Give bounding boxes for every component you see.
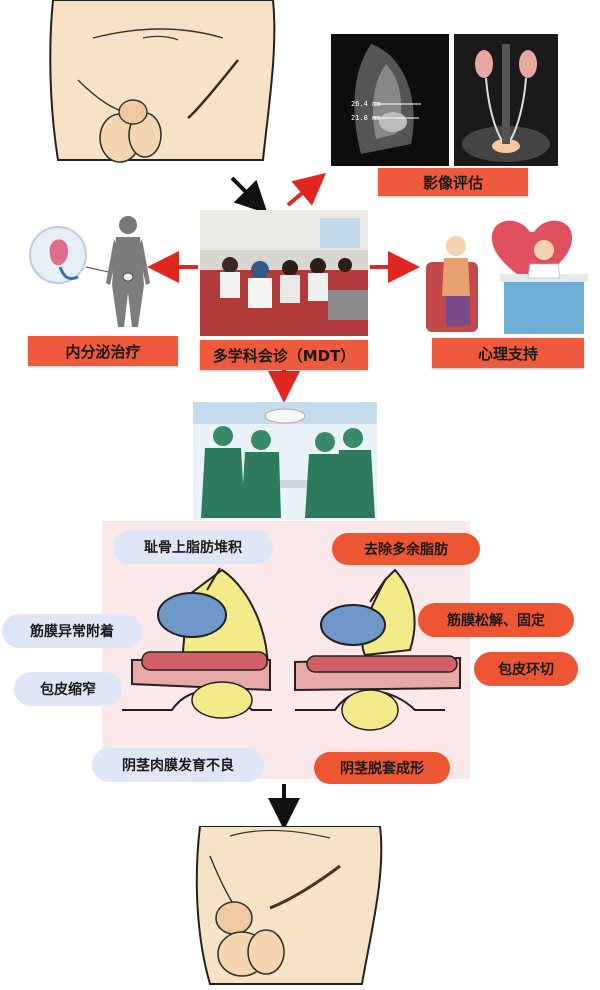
arrow-mdt-to-imaging xyxy=(286,172,327,207)
mri-readout-1: 26.4 mm xyxy=(351,100,381,108)
anatomy-after xyxy=(294,568,461,731)
mdt-meeting-photo xyxy=(200,210,368,336)
endocrine-label: 内分泌治疗 xyxy=(28,336,178,366)
annot-circumcision: 包皮环切 xyxy=(474,652,578,686)
psych-label: 心理支持 xyxy=(432,338,584,368)
endocrine-figure xyxy=(29,216,150,327)
psych-support-figure xyxy=(426,220,588,334)
mdt-label: 多学科会诊（MDT） xyxy=(200,340,368,370)
anatomy-before xyxy=(122,567,272,719)
annot-fat-pile: 耻骨上脂肪堆积 xyxy=(113,530,273,564)
mri-readout-2: 21.8 mm xyxy=(351,114,381,122)
urography-image xyxy=(454,34,558,166)
annot-fascia-abnormal: 筋膜异常附着 xyxy=(2,614,142,648)
imaging-label: 影像评估 xyxy=(378,168,528,196)
annot-phimosis: 包皮缩窄 xyxy=(14,672,122,706)
mri-image: 26.4 mm 21.8 mm xyxy=(331,34,449,166)
annot-degloving: 阴茎脱套成形 xyxy=(314,752,450,784)
annot-remove-fat: 去除多余脂肪 xyxy=(332,533,480,565)
annot-fascia-release: 筋膜松解、固定 xyxy=(418,603,574,637)
postop-illustration xyxy=(195,826,383,985)
preop-illustration xyxy=(49,0,276,163)
annot-dartos: 阴茎肉膜发育不良 xyxy=(92,748,264,782)
surgery-illustration xyxy=(193,402,377,520)
arrow-patient-to-mdt xyxy=(230,176,268,214)
